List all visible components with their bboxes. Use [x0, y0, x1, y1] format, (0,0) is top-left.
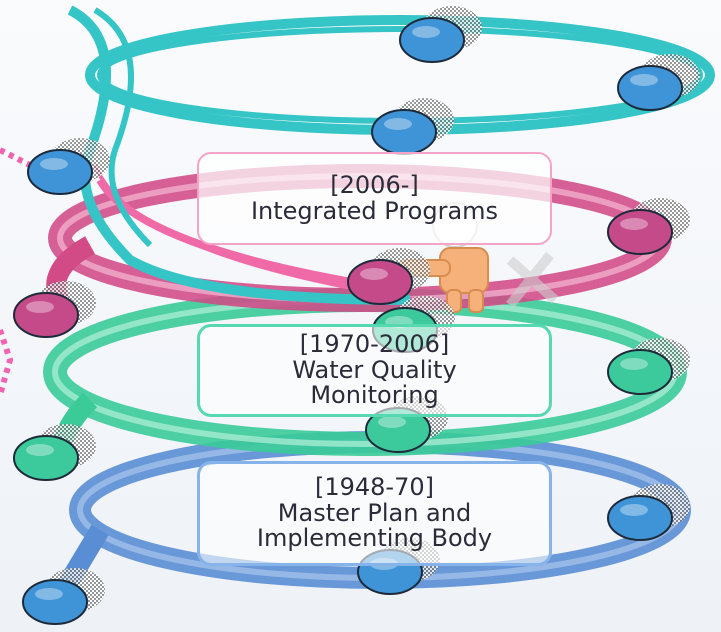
sphere-node-icon	[371, 98, 454, 155]
stage-title-line1: Master Plan and	[277, 498, 472, 527]
sphere-node-icon	[607, 484, 690, 541]
sphere-node-icon	[22, 568, 105, 625]
stage-title-line1: Water Quality	[292, 355, 457, 384]
sphere-node-icon	[617, 54, 700, 111]
sphere-node-icon	[27, 138, 110, 195]
sphere-node-icon	[13, 424, 96, 481]
stage-box-integrated-programs: [2006-] Integrated Programs	[197, 152, 552, 245]
stage-period: [1970-2006]	[299, 329, 450, 358]
sphere-node-icon	[13, 281, 96, 338]
stage-period: [2006-]	[330, 170, 419, 199]
stage-title-line1: Integrated Programs	[250, 196, 499, 225]
sphere-node-icon	[399, 6, 482, 63]
dotted-leader-line	[0, 147, 42, 396]
stage-period: [1948-70]	[314, 472, 434, 501]
sphere-node-icon	[607, 198, 690, 255]
stage-title-line2: Implementing Body	[256, 524, 493, 553]
stage-title-line2: Monitoring	[310, 381, 439, 410]
sphere-node-icon	[347, 248, 430, 305]
sphere-node-icon	[607, 338, 690, 395]
stage-box-water-quality-monitoring: [1970-2006] Water Quality Monitoring	[197, 324, 552, 417]
stage-box-master-plan: [1948-70] Master Plan and Implementing B…	[197, 461, 552, 566]
